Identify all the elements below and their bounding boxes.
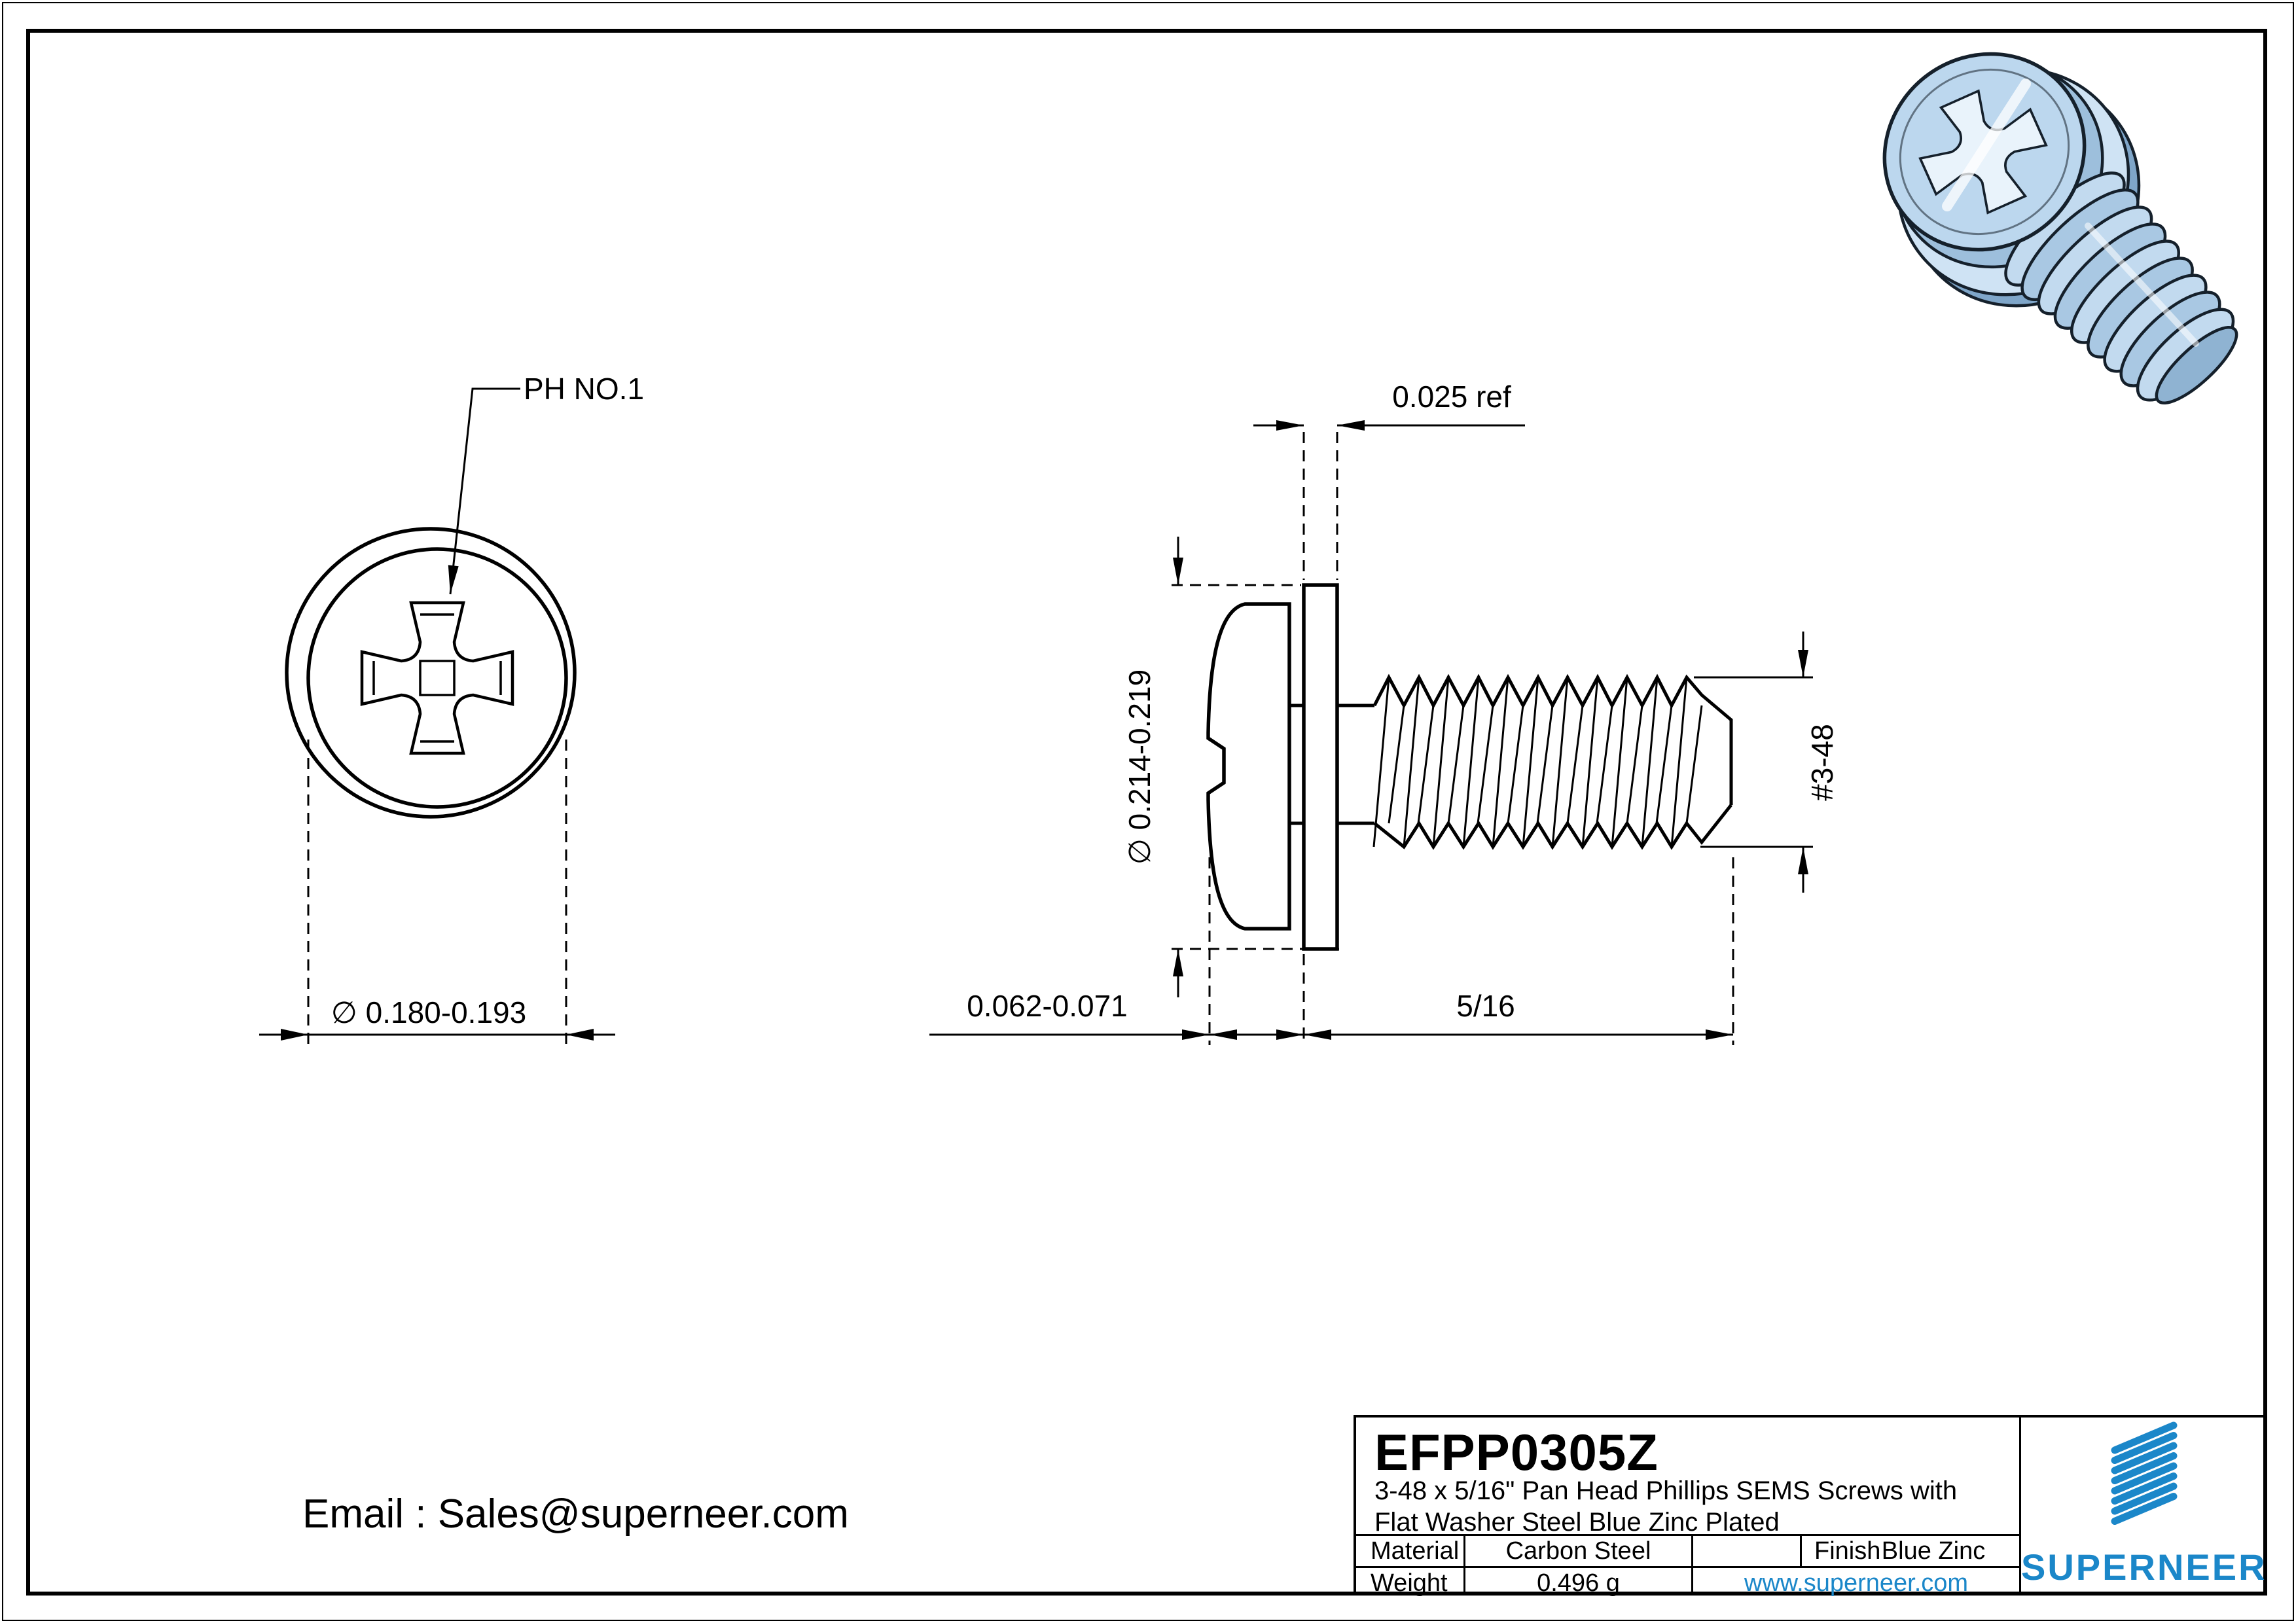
table-line xyxy=(1463,1534,1465,1593)
dim-washer-diameter-label: ∅ 0.214-0.219 xyxy=(1122,669,1157,865)
screw-3d-render xyxy=(1882,52,2238,405)
website-link[interactable]: www.superneer.com xyxy=(1744,1569,1969,1597)
dim-head-height-label: 0.062-0.071 xyxy=(967,989,1128,1023)
thread-helix-lines xyxy=(1372,677,1703,847)
flat-washer-profile xyxy=(1302,583,1339,951)
dim-head-diameter-label: ∅ 0.180-0.193 xyxy=(331,995,526,1029)
part-number: EFPP0305Z xyxy=(1374,1423,1659,1481)
finish-label: Finish xyxy=(1814,1537,1881,1565)
part-description-line2: Flat Washer Steel Blue Zinc Plated xyxy=(1374,1508,1780,1537)
head-outline-circle xyxy=(306,547,568,809)
title-block-description-area: EFPP0305Z 3-48 x 5/16" Pan Head Phillips… xyxy=(1356,1418,2021,1537)
brand-logo-icon xyxy=(2111,1421,2178,1525)
callout-ph-no1-label: PH NO.1 xyxy=(524,372,644,406)
finish-value: Blue Zinc xyxy=(1881,1537,1986,1565)
weight-value: 0.496 g xyxy=(1537,1569,1620,1597)
part-description-line1: 3-48 x 5/16" Pan Head Phillips SEMS Scre… xyxy=(1374,1476,1958,1505)
material-label: Material xyxy=(1371,1537,1460,1565)
washer-outline-circle xyxy=(285,527,577,819)
part-description: 3-48 x 5/16" Pan Head Phillips SEMS Scre… xyxy=(1374,1475,1957,1538)
contact-email: Email : Sales@superneer.com xyxy=(302,1491,849,1537)
dim-washer-diameter: ∅ 0.214-0.219 xyxy=(1122,537,1339,997)
dim-thread-spec-label: #3-48 xyxy=(1805,724,1839,801)
dim-washer-thickness-label: 0.025 ref xyxy=(1392,380,1511,414)
dim-thread-spec: #3-48 xyxy=(1694,632,1839,893)
brand-logo-panel: SUPERNEER xyxy=(2019,1418,2267,1593)
table-line xyxy=(1800,1534,1802,1566)
leader-arrowhead-icon xyxy=(448,565,459,594)
brand-name: SUPERNEER xyxy=(2021,1546,2267,1588)
title-block: EFPP0305Z 3-48 x 5/16" Pan Head Phillips… xyxy=(1354,1415,2267,1597)
dim-head-diameter: ∅ 0.180-0.193 xyxy=(259,740,615,1045)
page-inner-border xyxy=(26,29,2267,1596)
side-view xyxy=(1206,583,1733,951)
top-view xyxy=(285,527,577,819)
dim-head-height-and-length: 0.062-0.071 5/16 xyxy=(929,857,1734,1045)
pan-head-profile xyxy=(1206,602,1291,931)
table-line xyxy=(1356,1566,2021,1568)
material-value: Carbon Steel xyxy=(1505,1537,1651,1565)
phillips-recess-icon xyxy=(360,601,514,755)
table-line xyxy=(1691,1534,1693,1593)
table-line xyxy=(1356,1534,2021,1536)
dim-thread-length-label: 5/16 xyxy=(1456,989,1515,1023)
dim-washer-thickness: 0.025 ref xyxy=(1253,380,1525,580)
weight-label: Weight xyxy=(1371,1569,1448,1597)
callout-ph-no1: PH NO.1 xyxy=(448,372,644,595)
